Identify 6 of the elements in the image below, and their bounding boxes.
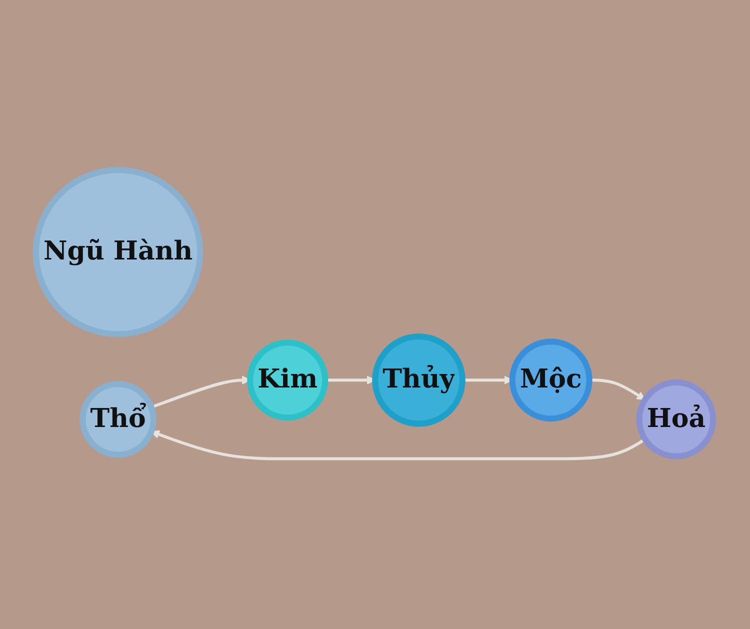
node-circle: Kim xyxy=(248,340,329,421)
node-circle: Hoả xyxy=(636,380,717,460)
node-circle: Thổ xyxy=(80,381,157,458)
arrow xyxy=(590,378,646,400)
node-circle: Mộc xyxy=(510,338,593,422)
node-circle: Ngũ Hành xyxy=(33,167,204,338)
